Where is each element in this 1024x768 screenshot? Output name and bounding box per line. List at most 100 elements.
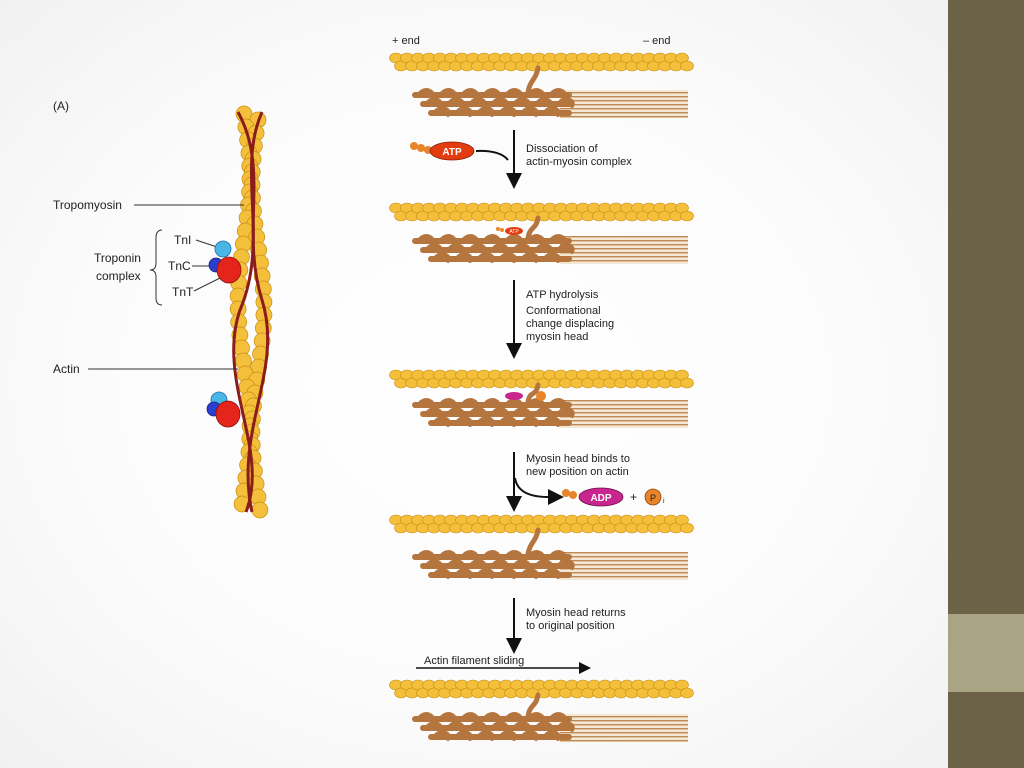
myosin-head xyxy=(460,712,479,723)
active-myosin-head xyxy=(525,382,541,405)
troponin-complex-upper xyxy=(208,240,242,284)
myosin-head xyxy=(476,730,495,741)
myosin-head xyxy=(542,252,561,263)
step1-text-1: Dissociation of xyxy=(526,143,598,155)
phosphate-bound xyxy=(536,391,546,401)
myosin-head xyxy=(548,550,567,561)
myosin-head xyxy=(512,97,531,108)
myosin-rod xyxy=(420,411,572,417)
tnc-label: TnC xyxy=(168,259,191,273)
myosin-head xyxy=(534,721,553,732)
step2-text-3: change displacing xyxy=(526,318,614,330)
myosin-head xyxy=(498,730,517,741)
tropomyosin-strand xyxy=(232,111,264,513)
myosin-head xyxy=(504,712,523,723)
tni-subunit xyxy=(214,240,232,258)
actin-monomer xyxy=(680,60,694,72)
myosin-head xyxy=(432,568,451,579)
myosin-rod xyxy=(420,101,572,107)
plus-sign: + xyxy=(630,490,637,504)
myosin-head xyxy=(548,234,567,245)
adp-released: ADP + P i xyxy=(562,487,665,507)
myosin-head xyxy=(490,97,509,108)
atp-incoming: ATP xyxy=(410,141,475,161)
myosin-head xyxy=(526,550,545,561)
myosin-head xyxy=(438,398,457,409)
actin-monomer xyxy=(680,522,694,534)
myosin-head xyxy=(446,243,465,254)
myosin-head xyxy=(490,721,509,732)
myosin-head xyxy=(476,568,495,579)
myosin-head xyxy=(526,712,545,723)
myosin-head xyxy=(460,234,479,245)
troponin-brace xyxy=(149,229,163,306)
atp-label: ATP xyxy=(442,147,462,158)
myosin-head xyxy=(520,568,539,579)
myosin-head xyxy=(438,712,457,723)
myosin-head xyxy=(504,550,523,561)
myosin-head xyxy=(482,234,501,245)
myosin-head xyxy=(476,252,495,263)
small-atp-label: ATP xyxy=(509,229,519,235)
myosin-head xyxy=(548,712,567,723)
myosin-head xyxy=(556,97,575,108)
tnt-leader xyxy=(193,275,225,292)
myosin-head xyxy=(416,550,435,561)
myosin-head xyxy=(520,106,539,117)
myosin-head xyxy=(520,730,539,741)
troponin-complex-lower xyxy=(206,391,241,428)
myosin-head xyxy=(526,88,545,99)
myosin-head xyxy=(432,730,451,741)
troponin-complex-label-1: Troponin xyxy=(94,251,141,265)
myosin-head xyxy=(542,730,561,741)
myosin-head xyxy=(542,568,561,579)
phosphate-bead xyxy=(410,142,418,150)
active-myosin-head xyxy=(525,215,541,241)
myosin-head xyxy=(498,568,517,579)
myosin-head xyxy=(512,559,531,570)
myosin-head xyxy=(520,416,539,427)
atp-bound: ATP xyxy=(496,227,523,235)
phosphate-released xyxy=(644,488,662,506)
myosin-head xyxy=(512,721,531,732)
minus-end-label: – end xyxy=(643,35,671,47)
myosin-head xyxy=(468,97,487,108)
phosphate-bead xyxy=(562,489,570,497)
tni-label: TnI xyxy=(174,233,191,247)
myosin-head xyxy=(534,407,553,418)
tropomyosin-label: Tropomyosin xyxy=(53,198,122,212)
myosin-rod xyxy=(420,725,572,731)
myosin-head xyxy=(490,243,509,254)
thin-filament-panel: (A) Tropomyosin Troponin complex TnI TnC… xyxy=(53,99,273,519)
myosin-head xyxy=(424,559,443,570)
myosin-head xyxy=(542,416,561,427)
step2-text-1: ATP hydrolysis xyxy=(526,289,599,301)
pi-subscript: i xyxy=(663,498,665,505)
myosin-head xyxy=(482,550,501,561)
myosin-head xyxy=(438,234,457,245)
myosin-head xyxy=(476,416,495,427)
adp-pi-bound xyxy=(505,391,546,401)
phosphate-bead xyxy=(569,491,577,499)
myosin-head xyxy=(534,243,553,254)
release-arrow xyxy=(514,477,564,505)
myosin-head xyxy=(446,559,465,570)
myosin-rod xyxy=(420,247,572,253)
myosin-head xyxy=(446,721,465,732)
actin-monomer xyxy=(680,687,694,699)
step3-text-2: new position on actin xyxy=(526,466,629,478)
myosin-head xyxy=(424,407,443,418)
myosin-head xyxy=(504,88,523,99)
myosin-head xyxy=(432,252,451,263)
step2-text-4: myosin head xyxy=(526,331,588,343)
myosin-head xyxy=(534,559,553,570)
myosin-head xyxy=(446,407,465,418)
myosin-head xyxy=(468,559,487,570)
thin-filament xyxy=(229,105,273,519)
atp-entry-arrow xyxy=(475,149,509,161)
sliding-label: Actin filament sliding xyxy=(424,655,524,667)
myosin-head xyxy=(460,550,479,561)
thick-filament-tail xyxy=(560,714,688,742)
adp-label: ADP xyxy=(590,493,611,504)
myosin-head xyxy=(556,407,575,418)
